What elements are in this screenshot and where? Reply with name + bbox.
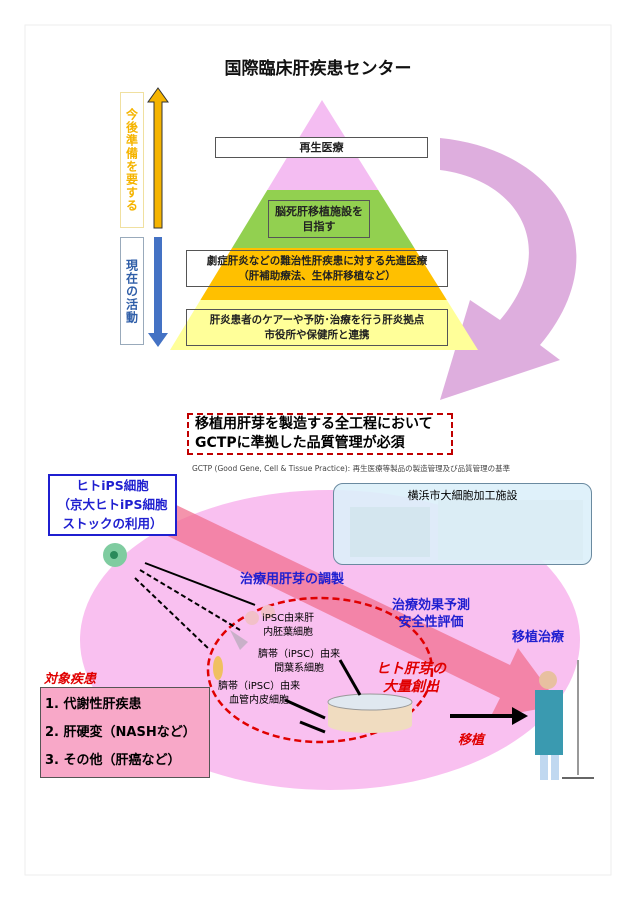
transplant-arrow-head (512, 707, 528, 725)
transplant-label: 移植 (458, 733, 485, 748)
mesenchymal-cells-icon (230, 630, 248, 650)
level-text: 脳死肝移植施設を (275, 205, 363, 218)
curved-arrow (440, 138, 577, 400)
level-text: 肝炎患者のケアーや予防･治療を行う肝炎拠点 (209, 313, 425, 326)
level-text: （肝補助療法、生体肝移植など） (238, 269, 396, 282)
disease-item: 3. その他（肝癌など） (45, 753, 181, 768)
prep-title: 治療用肝芽の調製 (240, 572, 345, 587)
endothelial-label: 臍帯（iPSC）由来血管内皮細胞 (218, 680, 300, 708)
evaluation-label: 治療効果予測安全性評価 (392, 597, 470, 631)
ips-line: ヒトiPS細胞 (76, 478, 149, 493)
arrow-to-dish (338, 659, 362, 696)
facility-title: 横浜市大細胞加工施設 (407, 489, 518, 502)
liver-bud-ellipse (206, 596, 434, 744)
gctp-caption: GCTP (Good Gene, Cell & Tissue Practice)… (192, 464, 511, 473)
future-label: 今後準備を要する (120, 92, 144, 228)
level-text: 市役所や保健所と連携 (264, 328, 370, 341)
level-text: 目指す (302, 220, 336, 233)
cell-line: 臍帯（iPSC）由来 (258, 649, 341, 660)
cell-line: 血管内皮細胞 (229, 695, 290, 706)
level-transplant-facility: 脳死肝移植施設を目指す (268, 200, 370, 238)
cell-line: 臍帯（iPSC）由来 (218, 681, 301, 692)
level-advanced-care: 劇症肝炎などの難治性肝疾患に対する先進医療 （肝補助療法、生体肝移植など） (186, 250, 448, 287)
disease-item: 2. 肝硬変（NASHなど） (45, 725, 196, 740)
target-disease-list: 1. 代謝性肝疾患 2. 肝硬変（NASHなど） 3. その他（肝癌など） (40, 687, 210, 778)
diagonal-arrow (135, 490, 560, 718)
cell-line: iPSC由来肝 (262, 613, 315, 624)
mesenchymal-label: 臍帯（iPSC）由来間葉系細胞 (258, 648, 340, 676)
liver-bud-label: ヒト肝芽の大量創出 (376, 660, 446, 696)
page-title: 国際臨床肝疾患センター (224, 59, 412, 79)
transplant-therapy-label: 移植治療 (512, 630, 565, 645)
gctp-line: GCTPに準拠した品質管理が必須 (195, 435, 405, 451)
arrow-endothelial (134, 577, 211, 651)
ips-line: ストックの利用） (62, 516, 163, 531)
level-text: 劇症肝炎などの難治性肝疾患に対する先進医療 (206, 254, 428, 267)
gctp-notice: 移植用肝芽を製造する全工程において GCTPに準拠した品質管理が必須 (187, 413, 453, 455)
endothelial-cells-icon (213, 656, 223, 680)
patient-icon (535, 660, 594, 780)
page-border (24, 24, 612, 876)
target-disease-title: 対象疾患 (44, 672, 97, 687)
liver-bud-line: 大量創出 (383, 679, 439, 695)
evaluation-line: 安全性評価 (398, 615, 464, 630)
level-regenerative: 再生医療 (215, 137, 428, 158)
arrow-mesenchymal (139, 569, 241, 631)
ips-cell-box: ヒトiPS細胞 （京大ヒトiPS細胞ストックの利用） (48, 474, 177, 536)
arrow-endoderm (144, 562, 256, 606)
culture-dish-top (327, 693, 413, 711)
up-arrow (147, 87, 169, 229)
level-text: 再生医療 (299, 141, 344, 154)
down-arrow (148, 237, 168, 347)
cell-line: 内胚葉細胞 (263, 627, 314, 638)
facility-box: 横浜市大細胞加工施設 (333, 483, 592, 565)
level-hepatitis-care: 肝炎患者のケアーや予防･治療を行う肝炎拠点市役所や保健所と連携 (186, 309, 448, 346)
liver-bud-line: ヒト肝芽の (376, 661, 446, 677)
arrow-to-dish (284, 698, 326, 720)
disease-item: 1. 代謝性肝疾患 (45, 697, 142, 712)
ips-cell-nucleus (110, 551, 118, 559)
endoderm-cell-icon (245, 611, 259, 625)
current-label: 現在の活動 (120, 237, 144, 345)
arrow-to-dish (299, 720, 326, 734)
endoderm-label: iPSC由来肝内胚葉細胞 (262, 612, 314, 640)
ips-line: （京大ヒトiPS細胞 (57, 497, 168, 512)
endoderm-cells-icon (261, 605, 275, 619)
gctp-line: 移植用肝芽を製造する全工程において (195, 416, 433, 432)
evaluation-line: 治療効果予測 (392, 598, 471, 613)
cell-line: 間葉系細胞 (274, 663, 325, 674)
